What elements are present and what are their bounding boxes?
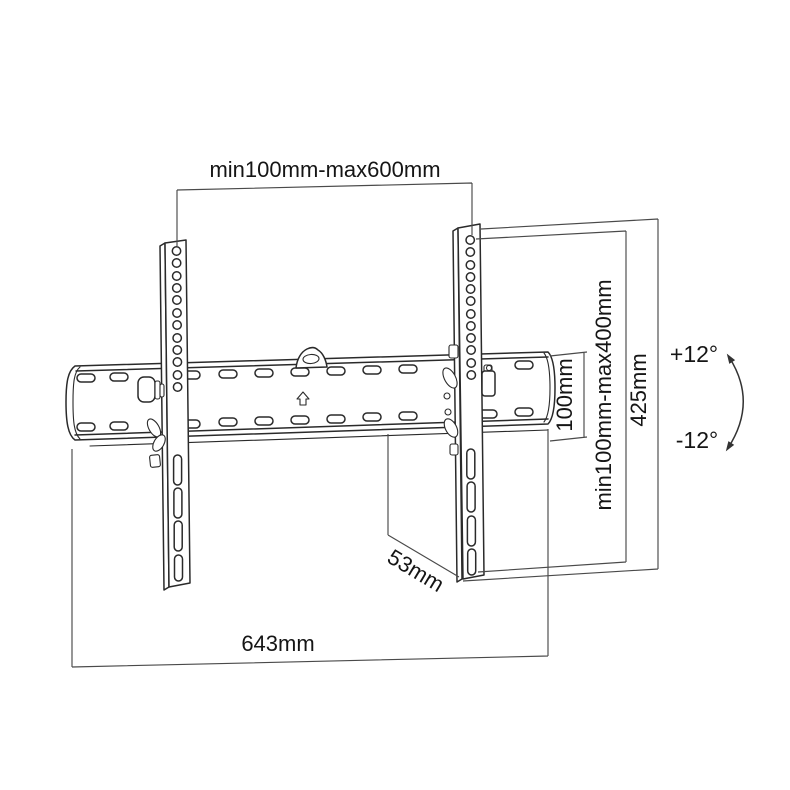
- plate-slots-bottom: [76, 407, 534, 432]
- dim-depth-line: [387, 434, 460, 578]
- dimension-label-bracket-height: 425mm: [626, 353, 651, 426]
- dimension-lines: [71, 182, 744, 668]
- dimension-label-plate-height: 100mm: [552, 358, 577, 431]
- dim-plate-width-line: [71, 429, 549, 668]
- dimension-label-top-width: min100mm-max600mm: [209, 157, 440, 182]
- left-arm-holes: [171, 246, 183, 392]
- dimension-label-plate-width: 643mm: [241, 631, 314, 656]
- right-arm-knob: [481, 364, 496, 397]
- tilt-arrow-down-icon: [725, 441, 735, 452]
- tilt-label-up: +12°: [670, 341, 718, 367]
- right-bracket-arm: [442, 223, 496, 583]
- dimension-labels: min100mm-max600mm 643mm 100mm min100mm-m…: [209, 157, 718, 656]
- tilt-arrow-up-icon: [726, 353, 736, 364]
- dim-plate-height-line: [549, 351, 588, 442]
- left-arm-slots: [172, 454, 184, 582]
- dim-top-width-line: [176, 182, 473, 246]
- right-arm-slots: [466, 448, 477, 576]
- left-arm-knob: [137, 376, 165, 403]
- left-arm-clips: [146, 418, 166, 468]
- left-bracket-arm: [137, 239, 191, 591]
- dim-vesa-height-line: [475, 230, 627, 573]
- tilt-label-down: -12°: [676, 427, 718, 453]
- keyhole-hook-icon: [295, 346, 328, 369]
- plate-slots-top: [76, 360, 534, 383]
- arrow-up-icon: [296, 391, 310, 406]
- right-arm-clips: [442, 344, 459, 456]
- tilt-arrow-arc: [727, 356, 744, 449]
- dimension-label-vesa-height: min100mm-max400mm: [591, 279, 616, 510]
- dim-bracket-height-line: [462, 218, 659, 582]
- right-arm-holes: [465, 235, 477, 380]
